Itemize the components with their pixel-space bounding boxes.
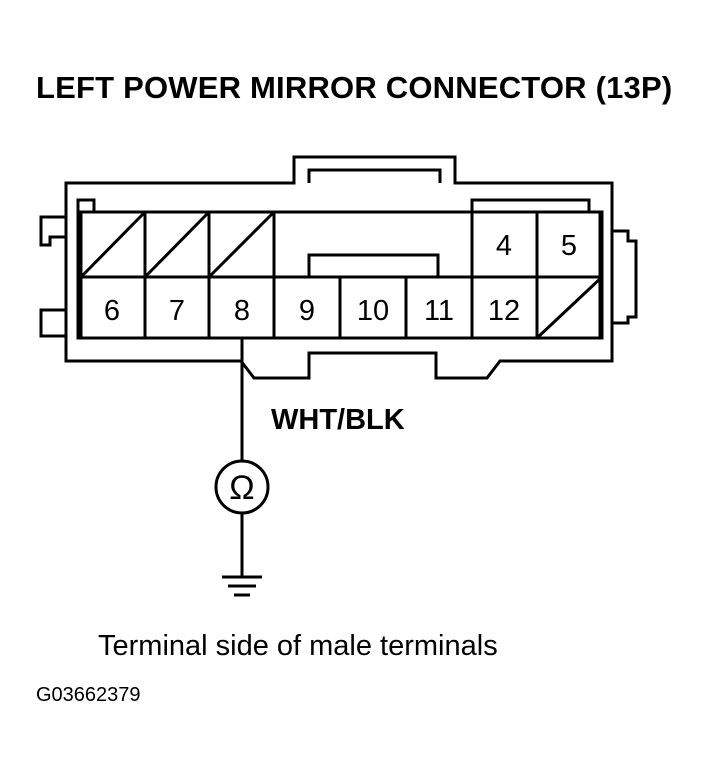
- terminal-cell-1-hatch: [79, 210, 147, 279]
- connector-inner-outline: [76, 198, 602, 340]
- diagram-caption: Terminal side of male terminals: [98, 630, 498, 662]
- connector-housing: [64, 155, 614, 380]
- terminal-cell-13: [535, 275, 604, 340]
- terminal-cell-3-hatch: [207, 210, 276, 279]
- terminal-label-5: 5: [561, 230, 577, 262]
- ohm-symbol: Ω: [229, 469, 254, 507]
- right-tab: [612, 229, 638, 325]
- terminal-cell-13-hatch: [535, 275, 604, 340]
- terminal-label-9: 9: [299, 295, 315, 327]
- wire-color-label: WHT/BLK: [271, 404, 405, 436]
- figure-code: G03662379: [36, 684, 141, 706]
- terminal-label-12: 12: [488, 295, 520, 327]
- terminal-label-11: 11: [424, 295, 454, 327]
- terminal-label-8: 8: [234, 295, 250, 327]
- terminal-label-6: 6: [104, 295, 120, 327]
- center-bump: [307, 253, 440, 277]
- left-tab-upper: [39, 215, 66, 247]
- terminal-label-10: 10: [357, 295, 389, 327]
- top-key: [307, 168, 442, 183]
- terminal-label-4: 4: [496, 230, 512, 262]
- terminal-label-7: 7: [169, 295, 185, 327]
- diagram-title: LEFT POWER MIRROR CONNECTOR (13P): [36, 70, 673, 105]
- terminal-cell-2-hatch: [143, 210, 211, 279]
- left-tab-lower: [39, 308, 66, 338]
